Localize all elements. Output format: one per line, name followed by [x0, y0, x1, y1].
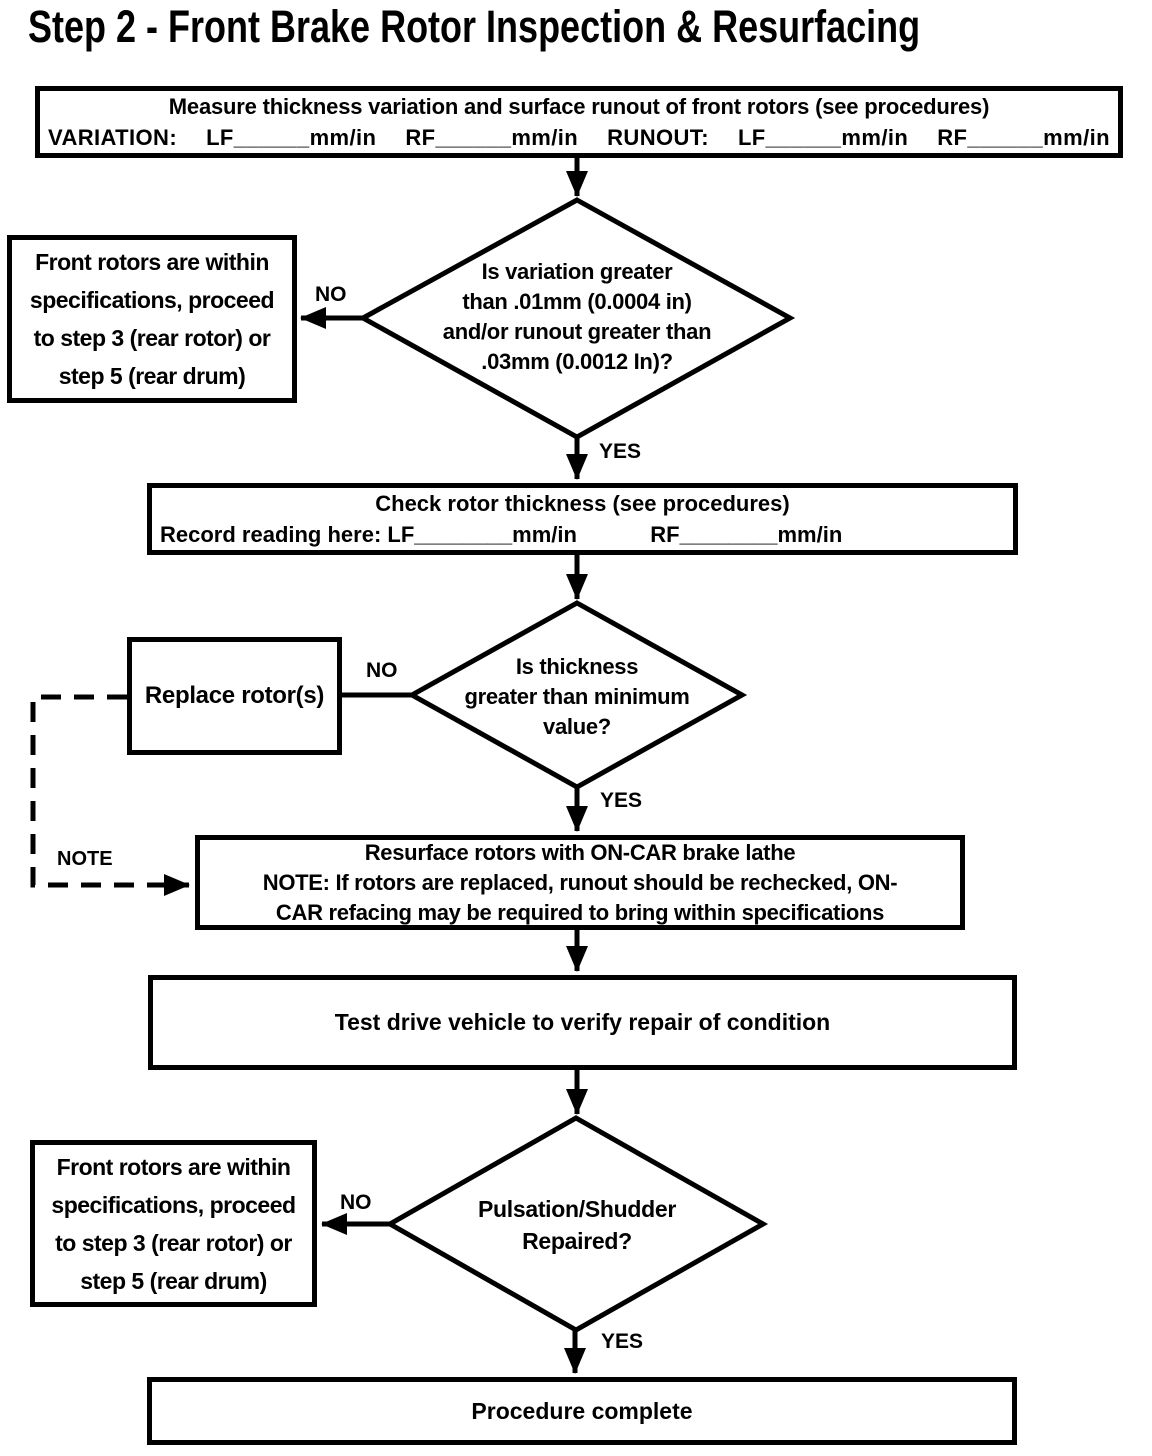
yes-label: YES: [599, 440, 642, 463]
no-label: NO: [366, 659, 398, 682]
check-thickness-box: Check rotor thickness (see procedures) R…: [147, 483, 1018, 555]
page-title: Step 2 - Front Brake Rotor Inspection & …: [28, 1, 921, 52]
measure-line1: Measure thickness variation and surface …: [168, 94, 990, 119]
replace-rotors-box: Replace rotor(s): [127, 637, 342, 755]
measure-line2: VARIATION: LF______mm/in RF______mm/in R…: [48, 125, 1110, 150]
pulsation-decision-text: Pulsation/Shudder Repaired?: [477, 1196, 677, 1254]
procedure-complete-box: Procedure complete: [147, 1377, 1017, 1445]
yes-label: YES: [601, 1330, 644, 1353]
within-spec-bottom-box: Front rotors are within specifications, …: [30, 1140, 317, 1307]
resurface-box: Resurface rotors with ON-CAR brake lathe…: [195, 835, 965, 930]
check-line2: Record reading here: LF________mm/in RF_…: [160, 522, 843, 547]
test-drive-box: Test drive vehicle to verify repair of c…: [148, 975, 1017, 1070]
check-line1: Check rotor thickness (see procedures): [375, 491, 790, 516]
variation-decision-text: Is variation greater than .01mm (0.0004 …: [442, 259, 712, 374]
no-label: NO: [340, 1191, 372, 1214]
no-label: NO: [315, 283, 347, 306]
thickness-decision-text: Is thickness greater than minimum value?: [464, 654, 690, 739]
note-label: NOTE: [57, 848, 113, 870]
dashed-note-connector: [30, 694, 190, 896]
measure-box: Measure thickness variation and surface …: [35, 86, 1123, 158]
within-spec-top-box: Front rotors are within specifications, …: [7, 235, 297, 403]
yes-label: YES: [600, 789, 643, 812]
